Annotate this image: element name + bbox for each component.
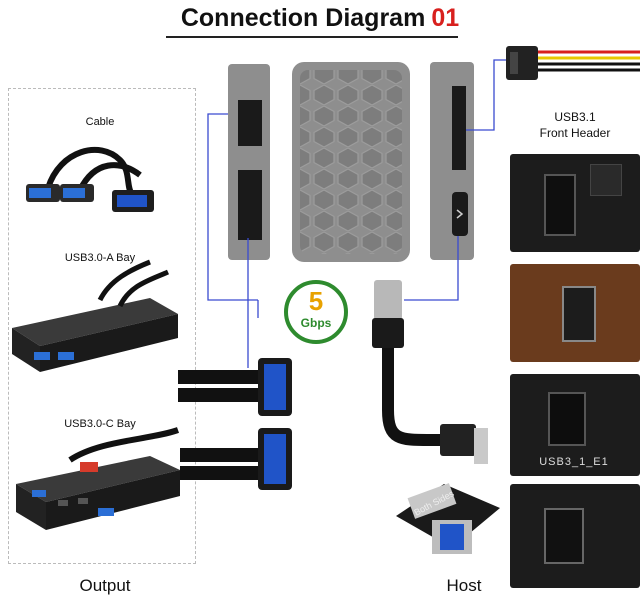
board-print-label: USB3_1_E1 <box>539 456 609 468</box>
usb3-a-bay-image <box>12 259 178 372</box>
usb3-c-bay-image <box>16 427 180 530</box>
motherboard-photo-1 <box>510 154 640 252</box>
honeycomb-shell <box>292 62 410 262</box>
motherboard-photo-3: USB3_1_E1 <box>510 374 640 476</box>
usb3-a-bay-label: USB3.0-A Bay <box>64 252 136 264</box>
motherboard-photo-4 <box>510 484 640 588</box>
output-label: Output <box>79 576 131 595</box>
motherboard-photo-2 <box>510 264 640 362</box>
front-header-label-line2: Front Header <box>539 126 611 140</box>
speed-badge <box>284 280 348 344</box>
header-cable-upper <box>178 358 292 416</box>
usb3-cable-image <box>26 146 154 212</box>
speed-value: 5 <box>308 286 324 316</box>
speed-unit: Gbps <box>300 316 332 330</box>
front-header-label-line1: USB3.1 <box>554 110 596 124</box>
title-number: 01 <box>431 4 460 32</box>
usb3-c-bay-label: USB3.0-C Bay <box>64 418 136 430</box>
sata-module <box>430 62 474 260</box>
cable-label: Cable <box>85 116 115 128</box>
title-text: Connection Diagram <box>180 4 426 32</box>
connection-wires <box>207 59 506 368</box>
sata-power-connector <box>506 46 640 80</box>
header-adapter-module <box>228 64 270 260</box>
host-label: Host <box>446 576 482 595</box>
title-underline <box>166 36 458 38</box>
micro-b-cable <box>372 280 488 464</box>
key-a-adapter <box>396 483 500 554</box>
output-group-frame <box>8 88 196 564</box>
header-cable-lower <box>180 428 292 490</box>
